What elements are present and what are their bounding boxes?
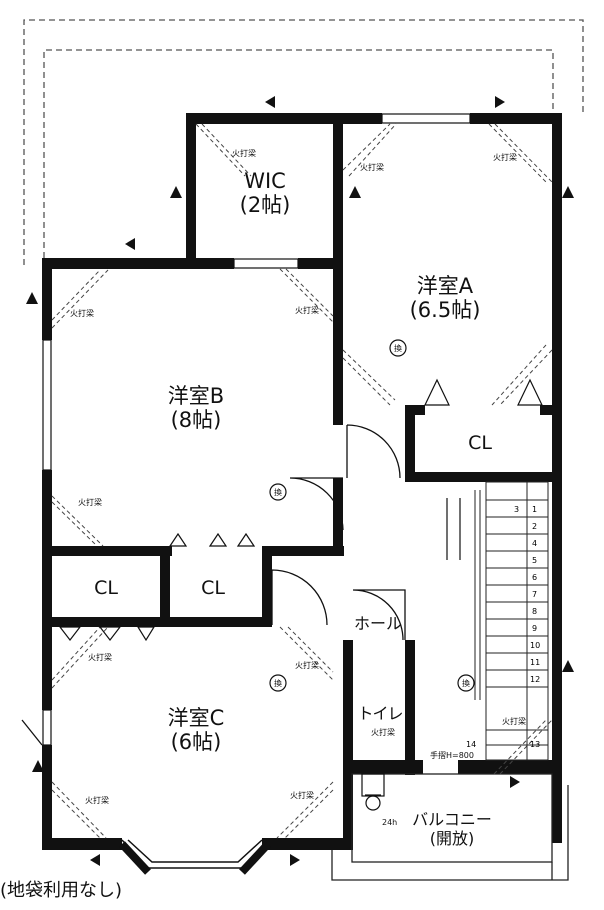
stair-step-number: 5 (532, 556, 538, 565)
eave-outline (23, 19, 584, 265)
closet-3-label: CL (468, 432, 492, 454)
balcony-note: (開放) (429, 829, 475, 848)
stair-step-number: 2 (532, 522, 538, 531)
walls (42, 113, 562, 850)
markers (26, 96, 574, 866)
vent-label: 換 (274, 488, 282, 497)
closet-1-label: CL (94, 577, 118, 599)
fire-beam-label: 火打梁 (78, 498, 102, 507)
toilet-label: トイレ (357, 704, 403, 723)
stair-step-number: 6 (532, 573, 538, 582)
closet-doors (58, 378, 543, 642)
wic-label: WIC (2帖) (240, 169, 291, 217)
vent-24h-label: 24h (382, 818, 398, 827)
fire-beams (51, 123, 553, 839)
balcony-rail (331, 773, 569, 881)
closet-2-label: CL (201, 577, 225, 599)
stair-step-number: 10 (530, 641, 541, 650)
stair-step-number: 12 (530, 675, 541, 684)
stair-step-number: 14 (466, 740, 477, 749)
stair-step-number: 3 (514, 505, 520, 514)
fire-beam-label: 火打梁 (85, 796, 109, 805)
room-b-size: (8帖) (170, 408, 222, 432)
stair-step-number: 11 (530, 658, 541, 667)
windows (42, 113, 471, 746)
fire-beam-label: 火打梁 (360, 163, 384, 172)
staircase (474, 481, 549, 761)
stair-step-number: 13 (530, 740, 541, 749)
fire-beam-label: 火打梁 (371, 728, 395, 737)
room-a-label: 洋室A (6.5帖) (410, 274, 481, 322)
fire-beam-label: 火打梁 (295, 306, 319, 315)
stair-step-number: 8 (532, 607, 538, 616)
room-c-label: 洋室C (6帖) (168, 706, 225, 754)
room-b-label: 洋室B (8帖) (168, 384, 224, 432)
bottom-note: (地袋利用なし) (0, 880, 123, 901)
hall-label: ホール (353, 614, 403, 633)
vent-label: 換 (394, 344, 402, 353)
wic-size: (2帖) (239, 193, 291, 217)
fire-beam-label: 火打梁 (295, 661, 319, 670)
fire-beam-label: 火打梁 (232, 149, 256, 158)
room-a-size: (6.5帖) (409, 298, 481, 322)
stair-step-number: 4 (532, 539, 538, 548)
fire-beam-label: 火打梁 (493, 153, 517, 162)
stair-step-number: 9 (532, 624, 538, 633)
stair-handrail-note: 手摺H=800 (430, 751, 474, 760)
vent-label: 換 (274, 679, 282, 688)
vent-circles (269, 339, 475, 692)
balcony-label: バルコニー (開放) (412, 810, 492, 848)
bay-window (119, 839, 271, 875)
fire-beam-label: 火打梁 (290, 791, 314, 800)
vent-label: 換 (462, 679, 470, 688)
balcony-name: バルコニー (412, 810, 492, 829)
stair-step-number: 1 (532, 505, 538, 514)
room-c-size: (6帖) (170, 730, 222, 754)
fire-beam-label: 火打梁 (88, 653, 112, 662)
room-b-name: 洋室B (167, 384, 225, 408)
fixtures (361, 498, 461, 811)
wic-name: WIC (244, 169, 286, 193)
room-c-name: 洋室C (167, 706, 225, 730)
stair-step-number: 7 (532, 590, 538, 599)
fire-beam-label: 火打梁 (502, 717, 526, 726)
room-a-name: 洋室A (416, 274, 474, 298)
fire-beam-label: 火打梁 (70, 309, 94, 318)
doors (21, 424, 406, 746)
